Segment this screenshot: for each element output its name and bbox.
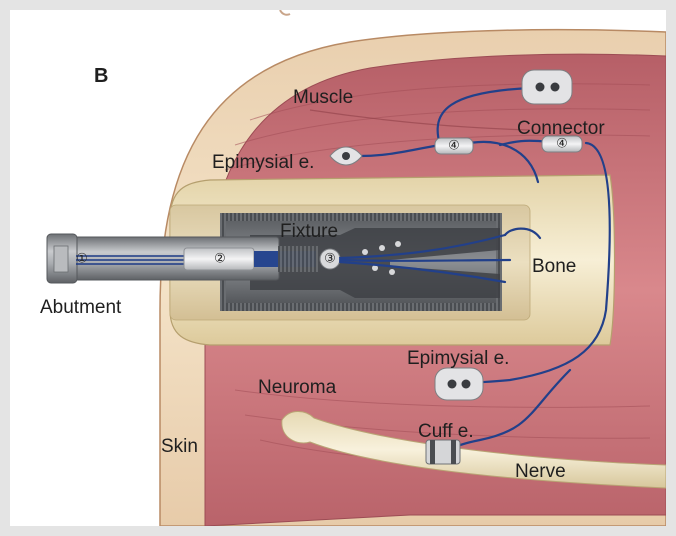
abutment-marker: ①: [76, 252, 88, 267]
residual-limb-diagram: ① ② ③ ④ ④ B Muscle Connector Epimysial e…: [10, 10, 666, 526]
cuff-electrode: [426, 440, 460, 464]
abutment-screw: [278, 246, 318, 272]
neuroma-label: Neuroma: [258, 377, 337, 398]
bone-label: Bone: [532, 256, 576, 277]
nerve-label: Nerve: [515, 461, 566, 482]
connector-label: Connector: [517, 118, 605, 139]
panel-letter: B: [94, 65, 108, 87]
muscle-label: Muscle: [293, 87, 353, 108]
epimysial-electrode-top: [522, 70, 572, 104]
top-artifact: [280, 10, 290, 15]
connector-upper-marker: ④: [448, 139, 460, 154]
epimysial-electrode-bottom: [435, 368, 483, 400]
epimysial-top-label: Epimysial e.: [212, 152, 314, 173]
fixture-marker: ③: [324, 252, 336, 267]
epimysial-bottom-label: Epimysial e.: [407, 348, 509, 369]
abutment-label: Abutment: [40, 297, 122, 318]
skin-label: Skin: [161, 436, 198, 457]
figure-canvas: ① ② ③ ④ ④ B Muscle Connector Epimysial e…: [10, 10, 666, 526]
cuff-label: Cuff e.: [418, 421, 474, 442]
fixture-label: Fixture: [280, 221, 338, 242]
sleeve-marker: ②: [214, 252, 226, 267]
